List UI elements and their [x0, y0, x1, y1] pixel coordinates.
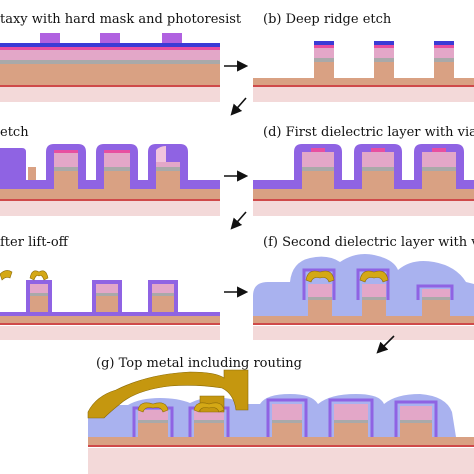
panel-a-photoresist-3	[162, 33, 182, 43]
panel-a-cladding-layer	[0, 50, 220, 60]
panel-e-metal-contact-left	[0, 270, 13, 281]
panel-a-contact-layer	[0, 47, 220, 50]
panel-a-photoresist-2	[100, 33, 120, 43]
panel-b-red-line	[253, 85, 474, 87]
panel-f-cross-section	[253, 254, 474, 340]
panel-e-cross-section	[0, 270, 220, 340]
panel-b-substrate	[253, 78, 474, 85]
panel-a-red-line	[0, 85, 220, 87]
label-panel-g: (g) Top metal including routing	[96, 356, 302, 371]
panel-f-metal-contact-2	[359, 270, 389, 283]
panel-b-ridge-3	[434, 41, 454, 78]
panel-d-cross-section	[253, 144, 474, 216]
label-panel-f: (f) Second dielectric layer with via	[263, 235, 474, 250]
panel-g-top-metal-routing	[87, 369, 249, 419]
panel-b-ridge-1	[314, 41, 334, 78]
panel-a-hard-mask	[0, 43, 220, 47]
panel-a-photoresist-1	[40, 33, 60, 43]
panel-c-cross-section	[0, 144, 220, 216]
arrow-d-to-e	[230, 211, 247, 230]
panel-e-metal-contact-1	[29, 270, 49, 281]
label-panel-d: (d) First dielectric layer with vias	[263, 125, 474, 140]
panel-a-bottom-layer	[0, 86, 220, 102]
arrow-b-to-c	[230, 97, 247, 116]
panel-b-ridge-2	[374, 41, 394, 78]
label-panel-b: (b) Deep ridge etch	[263, 12, 392, 27]
label-panel-e: fter lift-off	[0, 235, 68, 250]
panel-g-cross-section	[87, 369, 474, 474]
panel-a-waveguide-layer	[0, 60, 220, 64]
panel-a-cross-section	[0, 33, 220, 102]
label-panel-c: etch	[0, 125, 29, 140]
panel-g-metal-contact-1	[137, 402, 169, 413]
panel-b-cross-section	[253, 41, 474, 102]
panel-a-substrate	[0, 64, 220, 85]
panel-f-metal-contact-1	[305, 270, 335, 283]
panel-g-metal-contact-2	[193, 402, 225, 413]
panel-b-bottom-layer	[253, 86, 474, 102]
arrow-f-to-g	[376, 335, 395, 354]
label-panel-a: taxy with hard mask and photoresist	[0, 12, 242, 27]
